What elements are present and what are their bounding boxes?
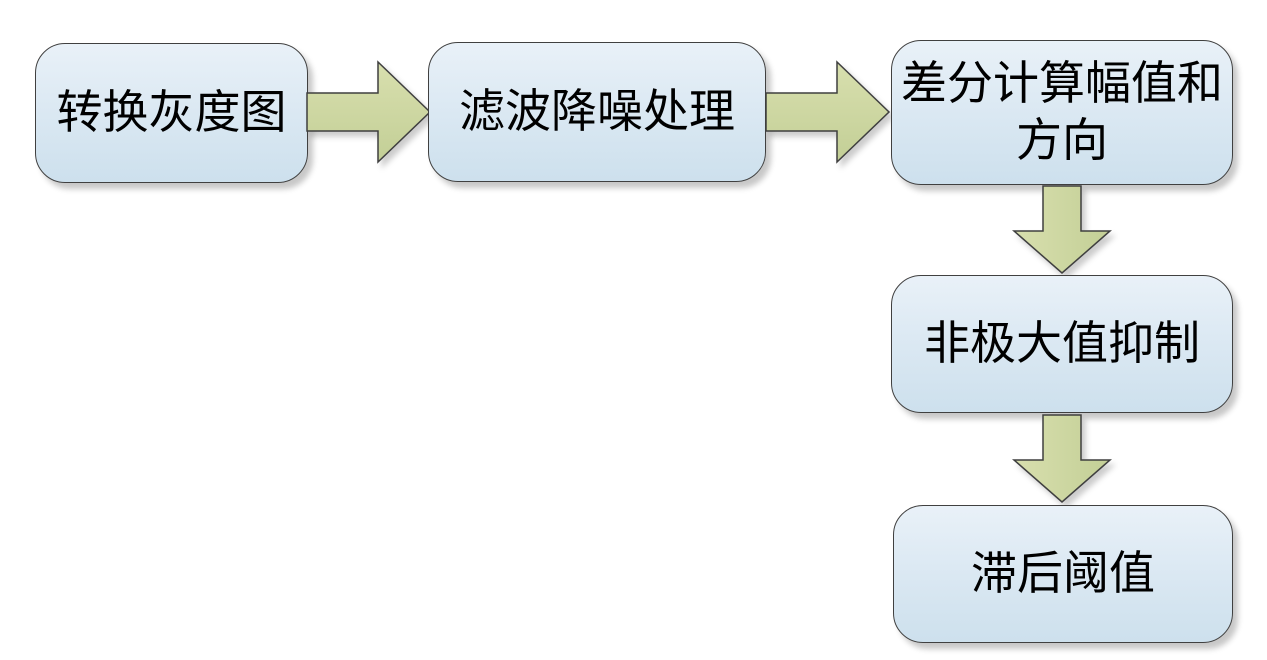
flow-node-label-line2: 方向 xyxy=(1016,114,1108,166)
arrow-down-icon xyxy=(1012,185,1112,274)
flow-node-label: 转换灰度图 xyxy=(56,86,287,138)
flow-node-label: 非极大值抑制 xyxy=(924,317,1200,369)
flow-node-non-max-suppression: 非极大值抑制 xyxy=(891,275,1233,413)
flow-node-label: 滤波降噪处理 xyxy=(459,85,735,137)
flow-node-filter-denoise: 滤波降噪处理 xyxy=(428,42,766,182)
flow-node-hysteresis-threshold: 滞后阈值 xyxy=(893,505,1233,643)
flow-node-label: 滞后阈值 xyxy=(971,547,1155,599)
flow-node-convert-grayscale: 转换灰度图 xyxy=(35,43,308,183)
arrow-right-icon xyxy=(765,60,891,164)
arrow-right-icon xyxy=(306,60,432,164)
arrow-down-icon xyxy=(1012,414,1112,503)
flow-node-gradient-magnitude-direction: 差分计算幅值和 方向 xyxy=(891,40,1233,185)
flow-node-label-line1: 差分计算幅值和 xyxy=(901,58,1223,110)
